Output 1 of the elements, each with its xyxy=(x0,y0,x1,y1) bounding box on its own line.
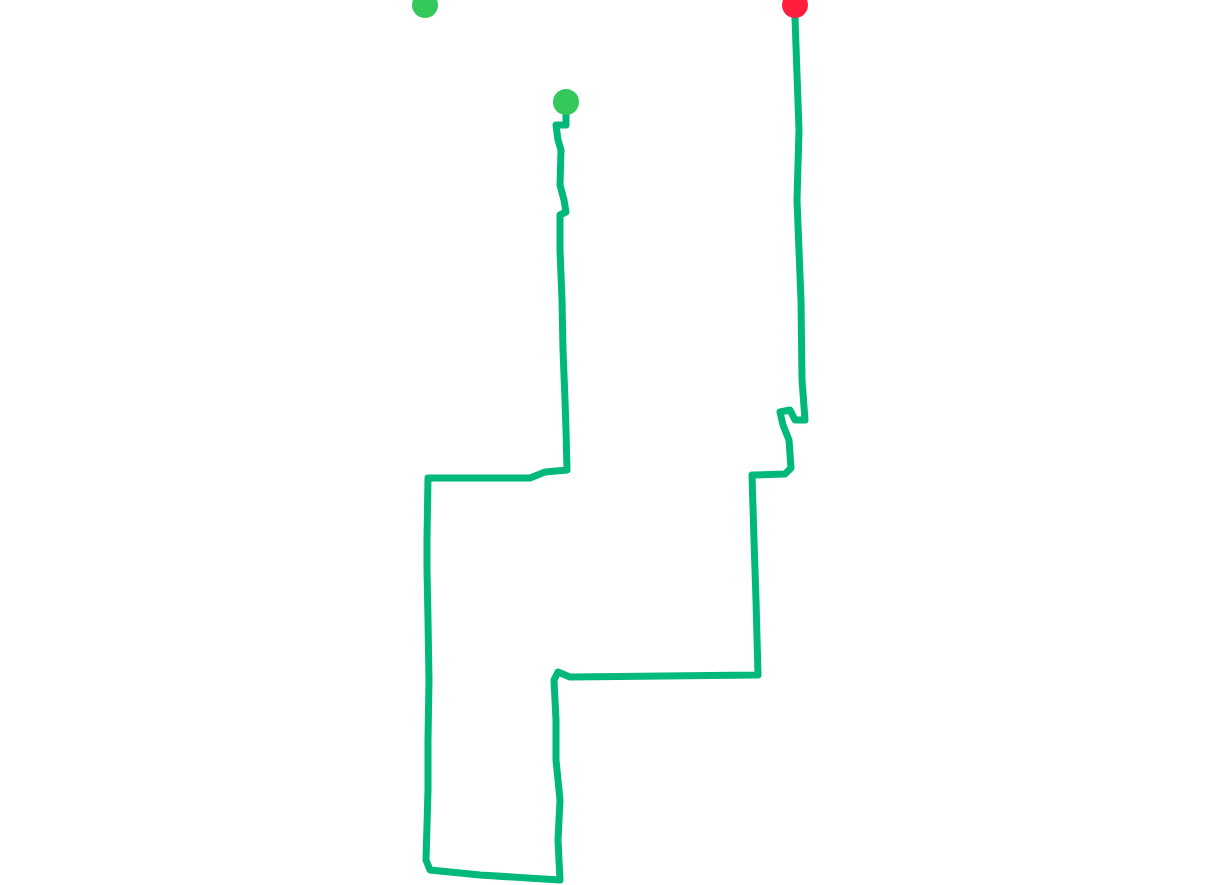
map-pin-dot xyxy=(553,89,579,115)
